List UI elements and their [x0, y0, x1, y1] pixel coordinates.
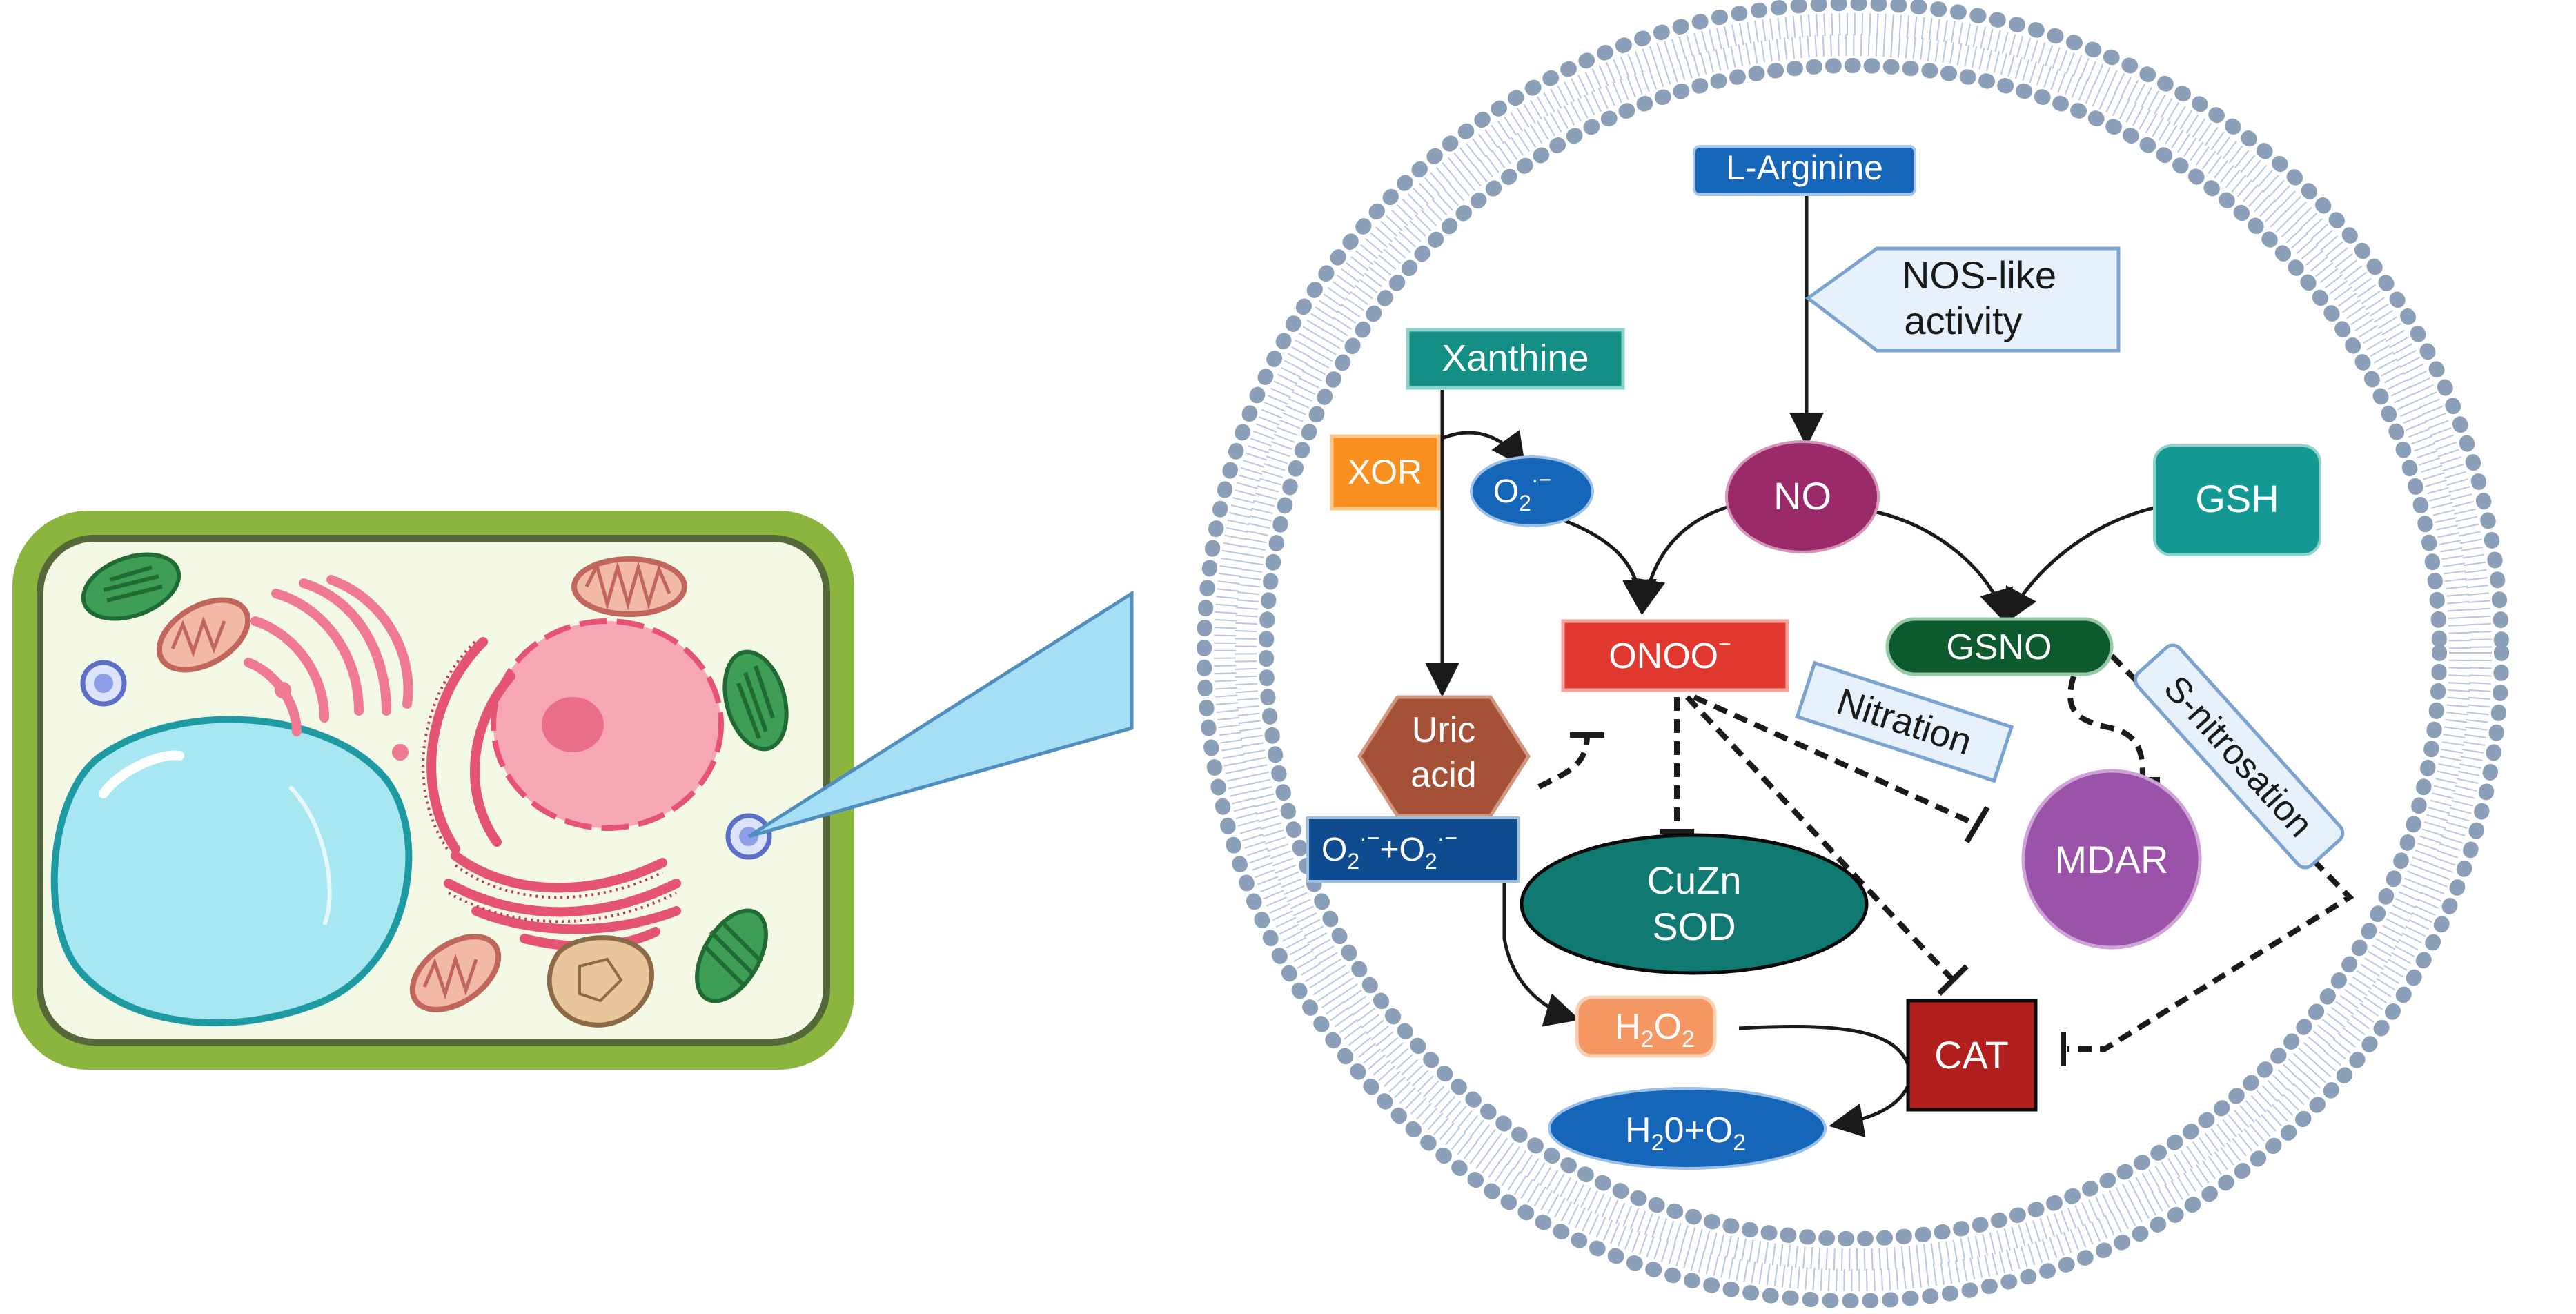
golgi-vesicle — [392, 744, 409, 761]
amyloplast — [547, 935, 654, 1028]
vacuole-highlight — [99, 750, 184, 798]
arrow-no-gsno — [1869, 509, 2014, 625]
inhibit-onoo-mdar — [1693, 694, 1978, 827]
svg-text:O2·−: O2·− — [1493, 467, 1551, 516]
label-o2-a-sub: 2 — [1347, 849, 1359, 874]
membrane-inner-tails — [1235, 34, 2471, 1271]
label-o2-b-sup: ·− — [1437, 825, 1457, 850]
label-l-arginine: L-Arginine — [1726, 148, 1883, 187]
node-cuzn-sod: CuZn SOD — [1520, 833, 1869, 975]
label-onoo-sup: − — [1718, 631, 1731, 656]
node-xor: XOR — [1330, 434, 1441, 511]
label-o2-plus: +O — [1379, 832, 1424, 868]
label-xanthine: Xanthine — [1442, 337, 1589, 379]
label-h2o-rest: 0+O — [1664, 1110, 1733, 1150]
golgi-vesicle — [275, 682, 291, 698]
node-xanthine: Xanthine — [1406, 328, 1625, 390]
node-uric-acid: Uric acid — [1357, 695, 1531, 818]
node-peroxynitrite: ONOO− — [1561, 619, 1789, 692]
label-no: NO — [1773, 474, 1831, 518]
arrow-o2o2-h2o2 — [1502, 883, 1580, 1027]
chloroplast — [695, 908, 768, 1003]
label-activity: activity — [1904, 299, 2022, 342]
label-h2o-sub: 2 — [1651, 1130, 1664, 1156]
node-gsh: GSH — [2153, 444, 2321, 556]
label-o2-b-sub: 2 — [1425, 849, 1437, 874]
label-gsh: GSH — [2195, 477, 2279, 520]
label-h2o2-sub1: 2 — [1641, 1026, 1654, 1052]
label-acid: acid — [1410, 755, 1476, 795]
svg-text:ONOO−: ONOO− — [1609, 631, 1731, 676]
svg-text:H2O2: H2O2 — [1615, 1007, 1695, 1052]
svg-text:O2·−+O2·−: O2·−+O2·− — [1321, 825, 1457, 874]
mitochondrion — [571, 556, 687, 617]
label-h2o-h: H — [1625, 1110, 1651, 1150]
inhibitions — [1537, 654, 2354, 1052]
label-sod: SOD — [1652, 905, 1736, 948]
label-uric: Uric — [1412, 710, 1475, 750]
node-water-oxygen: H20+O2 — [1548, 1087, 1827, 1170]
zoom-wedge — [747, 590, 1134, 839]
label-h2o-sub2: 2 — [1733, 1130, 1746, 1156]
nucleolus — [542, 697, 604, 752]
node-catalase: CAT — [1906, 999, 2038, 1112]
vacuole-shine — [288, 785, 332, 926]
label-o2-a: O — [1321, 832, 1347, 868]
node-no: NO — [1725, 440, 1880, 553]
mitochondrion — [409, 934, 502, 1012]
inhibit-uric-onoo — [1537, 734, 1590, 790]
chloroplast — [81, 552, 181, 621]
label-nos-like: NOS-like — [1902, 253, 2056, 297]
node-nos-like-activity: NOS-like activity — [1805, 246, 2121, 353]
label-h2o2-sub2: 2 — [1682, 1026, 1695, 1052]
arrow-xor-o2 — [1442, 429, 1526, 469]
golgi-apparatus — [244, 575, 413, 736]
membrane-outer-tails — [1214, 13, 2492, 1291]
label-h2o2-o: O — [1653, 1007, 1681, 1047]
inhibit-gsno-mdar — [2067, 675, 2145, 777]
label-xor: XOR — [1348, 453, 1422, 491]
endoplasmic-reticulum — [426, 637, 681, 951]
node-mdar: MDAR — [2021, 769, 2202, 950]
label-h2o2-h: H — [1615, 1007, 1641, 1047]
node-l-arginine: L-Arginine — [1693, 145, 1916, 196]
label-superoxide-sub: 2 — [1519, 491, 1531, 516]
node-gsno: GSNO — [1885, 617, 2114, 676]
label-mdar: MDAR — [2055, 838, 2169, 881]
er-ribosomes — [422, 640, 677, 923]
vacuole — [50, 716, 413, 1027]
label-superoxide: O — [1493, 473, 1519, 510]
label-cat: CAT — [1934, 1033, 2009, 1077]
chloroplast — [722, 649, 789, 752]
label-gsno: GSNO — [1946, 627, 2052, 667]
label-o2-a-sup: ·− — [1359, 825, 1379, 850]
arrow-no-onoo — [1631, 502, 1740, 614]
nucleus — [491, 618, 724, 831]
arrow-gsh-gsno — [2005, 505, 2157, 624]
plant-cell — [12, 511, 854, 1070]
node-superoxide: O2·− — [1470, 455, 1594, 527]
small-vesicle-core — [94, 674, 113, 693]
node-superoxide-pair: O2·−+O2·− — [1306, 816, 1520, 883]
zoomed-organelle — [1197, 0, 2509, 1308]
mitochondrion — [156, 597, 251, 673]
node-hydrogen-peroxide: H2O2 — [1575, 995, 1717, 1058]
inhibit-gsno-cat — [2067, 654, 2354, 1052]
svg-text:H20+O2: H20+O2 — [1625, 1110, 1746, 1156]
label-onoo: ONOO — [1609, 636, 1718, 676]
label-cuzn: CuZn — [1647, 859, 1742, 902]
label-superoxide-sup: ·− — [1531, 467, 1551, 492]
